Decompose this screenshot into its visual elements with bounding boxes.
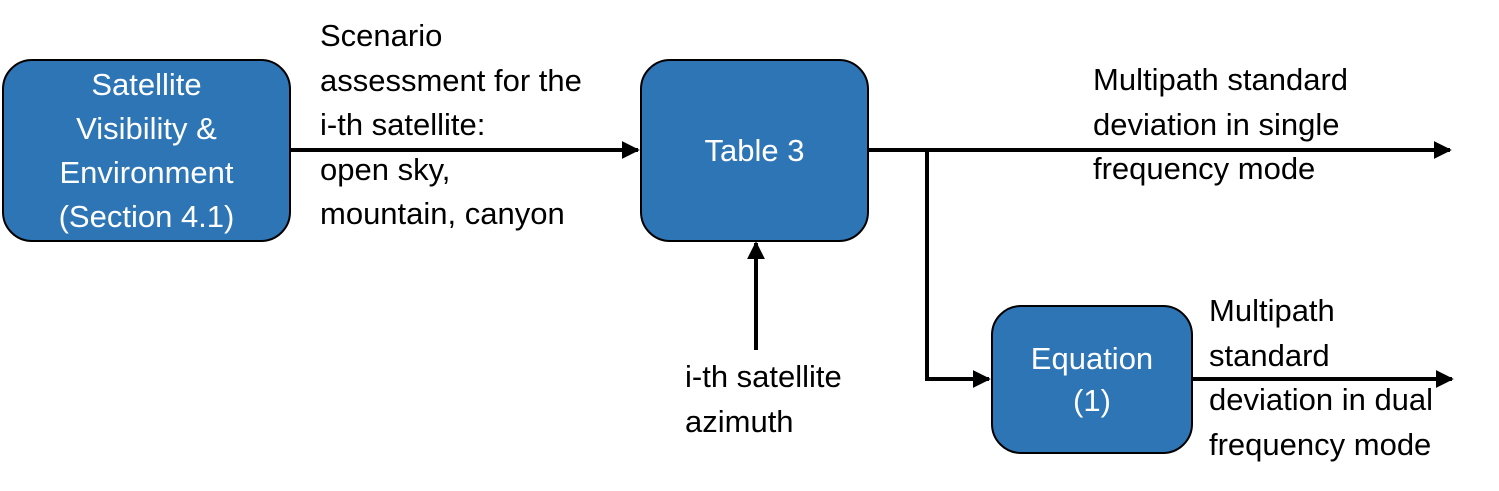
satellite-visibility-label: Satellite Visibility & Environment (Sect… [58,66,235,234]
table3-label: Table 3 [704,132,805,168]
azimuth-label: i-th satellite azimuth [685,359,842,439]
equation1-box: Equation (1) [991,305,1193,454]
dual-frequency-output-label: Multipath standard deviation in dual fre… [1209,293,1434,462]
satellite-visibility-box: Satellite Visibility & Environment (Sect… [2,59,291,242]
table3-box: Table 3 [640,59,869,242]
single-frequency-output-label: Multipath standard deviation in single f… [1093,62,1349,186]
equation1-label: Equation (1) [1030,340,1154,418]
arrow-branch-to-equation1 [925,150,991,388]
scenario-assessment-label: Scenario assessment for the i-th satelli… [320,18,582,231]
